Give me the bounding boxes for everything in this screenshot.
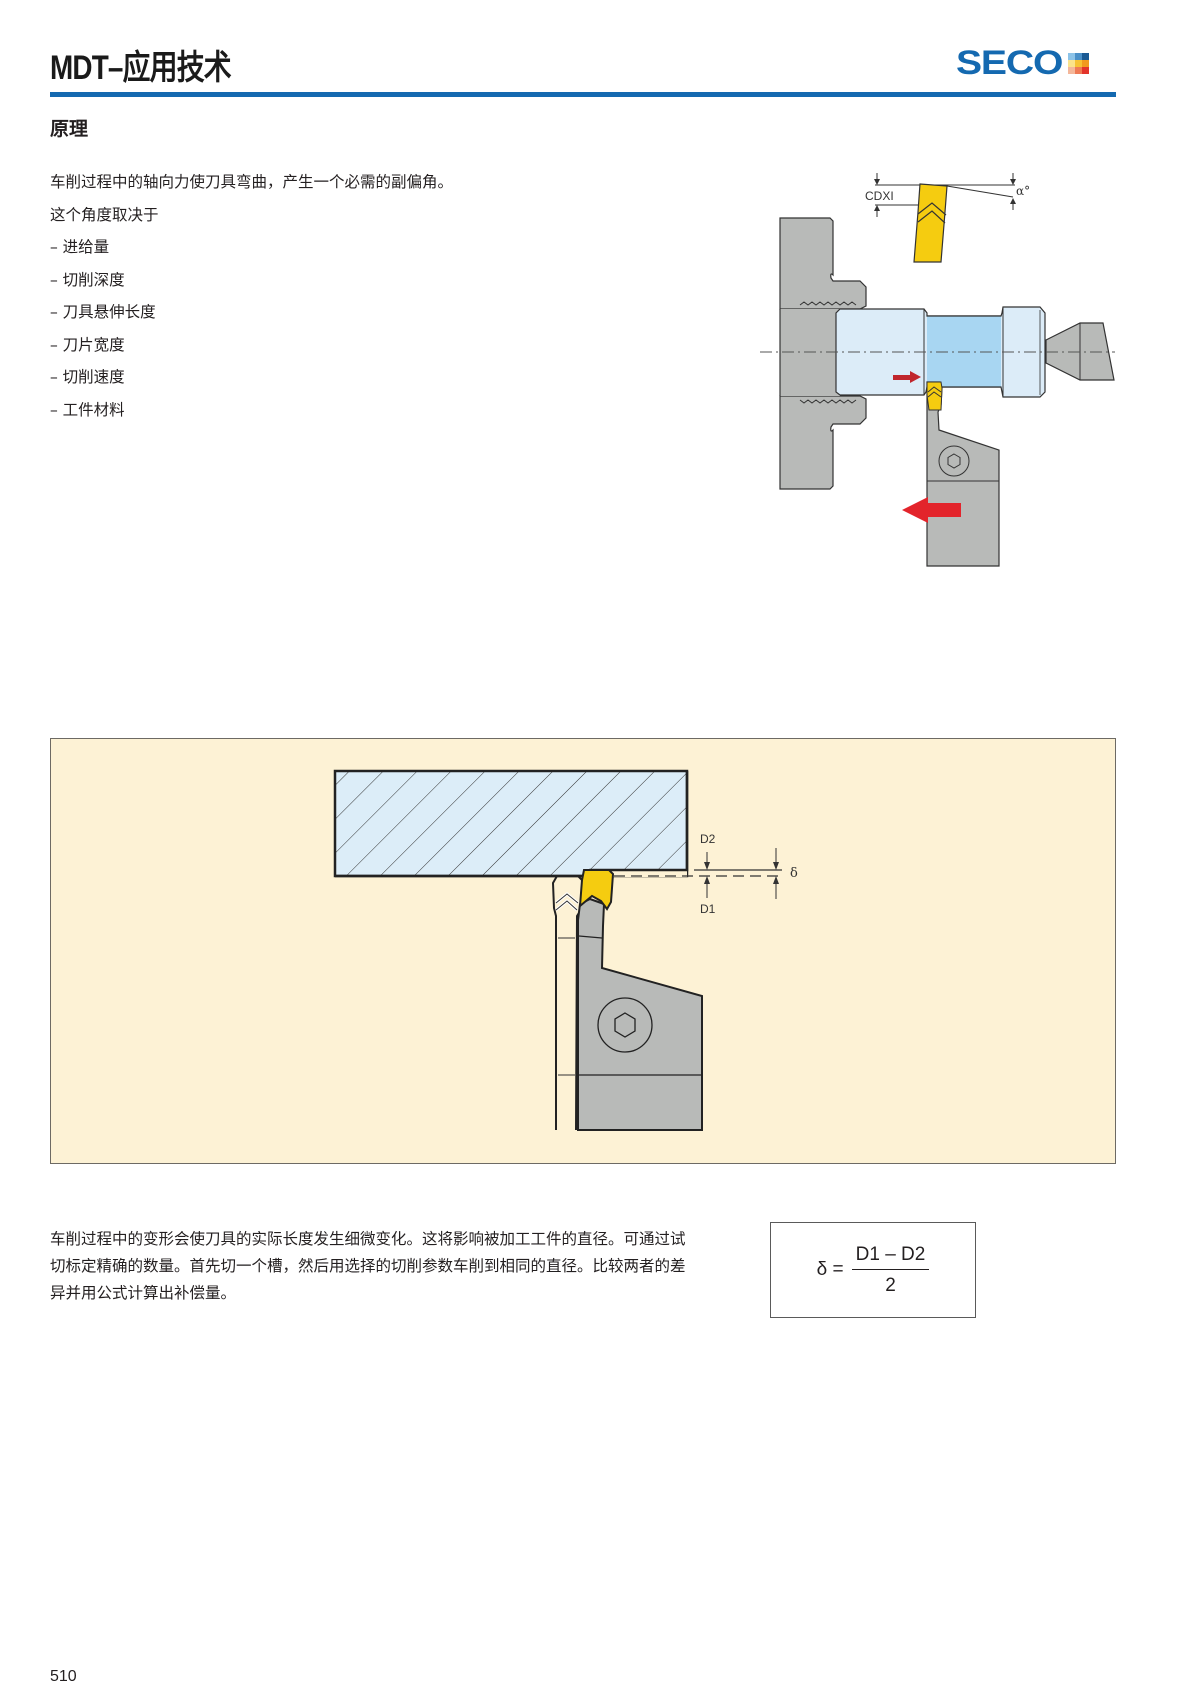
factor-item: – 进给量 (50, 238, 110, 256)
title-rule (50, 92, 1116, 97)
delta-formula: δ = D1 – D2 2 (771, 1223, 975, 1317)
deflection-diagram: D2 D1 δ (50, 738, 1116, 1164)
formula-box: δ = D1 – D2 2 (770, 1222, 976, 1318)
factor-item: – 工件材料 (50, 400, 125, 419)
label-d2: D2 (700, 832, 716, 846)
formula-lhs: δ = (816, 1259, 844, 1280)
lathe-setup-diagram: CDXI α° (760, 168, 1120, 568)
intro-text: 车削过程中的轴向力使刀具弯曲，产生一个必需的副偏角。 这个角度取决于 – 进给量… (50, 166, 453, 426)
seco-logo: SECO (956, 43, 1090, 82)
logo-text: SECO (956, 43, 1063, 82)
factor-item: – 切削深度 (50, 270, 125, 289)
section-heading: 原理 (50, 118, 89, 140)
formula-fraction: D1 – D2 2 (851, 1244, 930, 1297)
description-paragraph: 车削过程中的变形会使刀具的实际长度发生细微变化。这将影响被加工工件的直径。可通过… (50, 1230, 686, 1302)
factor-item: – 切削速度 (50, 368, 125, 386)
label-alpha: α° (1016, 184, 1030, 198)
logo-color-squares-icon (1068, 52, 1090, 74)
factor-item: – 刀具悬伸长度 (50, 303, 156, 321)
intro-line: 这个角度取决于 (50, 205, 159, 224)
label-d1: D1 (700, 902, 716, 916)
formula-denominator: 2 (885, 1274, 896, 1296)
page-number: 510 (50, 1668, 77, 1685)
page-title: MDT–应用技术 (50, 49, 232, 87)
label-cdxi: CDXI (865, 189, 894, 203)
formula-numerator: D1 – D2 (851, 1244, 930, 1270)
factor-item: – 刀片宽度 (50, 335, 125, 354)
intro-line: 车削过程中的轴向力使刀具弯曲，产生一个必需的副偏角。 (50, 173, 454, 191)
label-delta: δ (790, 866, 798, 881)
